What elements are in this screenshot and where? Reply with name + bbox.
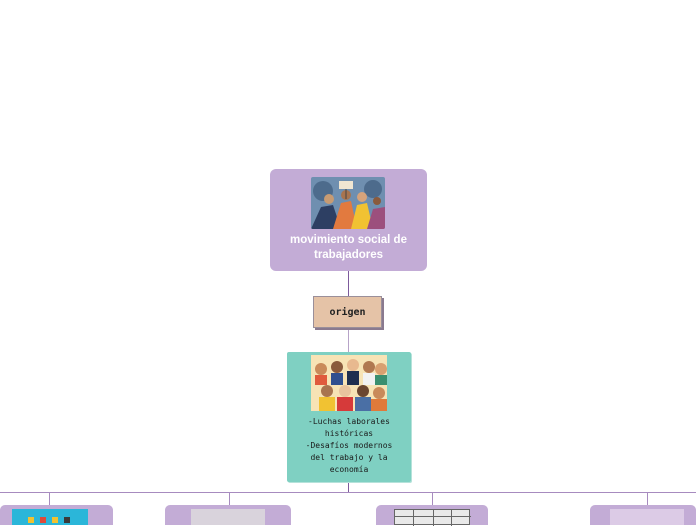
line-drop-1 [49,492,50,505]
line-root-origin [348,271,349,296]
line-horizontal-bus [0,492,696,493]
root-node[interactable]: movimiento social de trabajadores [270,169,427,271]
topic-node[interactable]: -Luchas laborales históricas -Desafíos m… [287,352,411,482]
workers-illustration-image [311,177,385,229]
blurred-image [191,509,265,525]
connector-label: origen [329,306,366,318]
root-label: movimiento social de trabajadores [290,234,407,261]
light-image [610,509,684,525]
colorful-grid-image [12,509,88,525]
diverse-workers-image [311,355,387,411]
child-node-3[interactable] [376,505,488,526]
line-origin-topic [348,328,349,352]
child-node-2[interactable] [165,505,291,525]
topic-text: -Luchas laborales históricas -Desafíos m… [305,417,393,474]
line-drop-3 [432,492,433,505]
line-topic-bus [348,482,349,492]
child-node-1[interactable] [0,505,113,525]
line-drop-4 [647,492,648,505]
connector-origen[interactable]: origen [313,296,382,328]
child-node-4[interactable] [590,505,696,525]
line-drop-2 [229,492,230,505]
document-table-image [394,509,471,526]
